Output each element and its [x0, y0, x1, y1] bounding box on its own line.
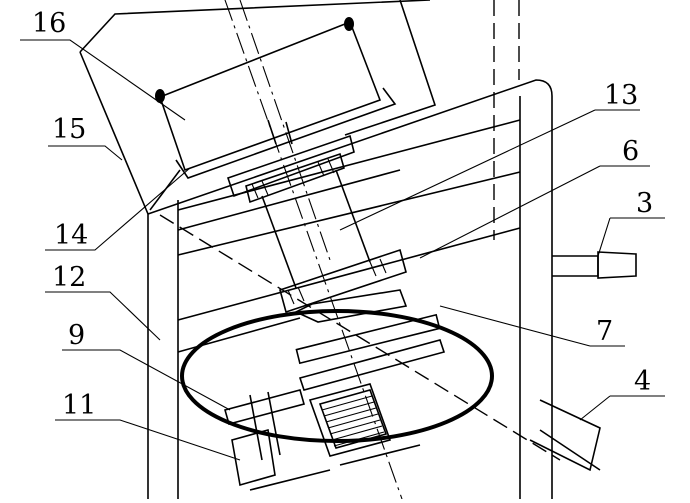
- tray-left-cap: [155, 89, 165, 103]
- outlet-chute-lower: [539, 429, 601, 471]
- upper-bearing-ring: [245, 152, 345, 204]
- shaft-left-edge: [261, 195, 297, 289]
- upper-flange: [226, 134, 355, 198]
- partition-3: [177, 227, 521, 321]
- lower-bearing-rollers: [287, 258, 387, 305]
- shaft-centerline-2: [239, 0, 331, 261]
- leader-15: [48, 145, 123, 161]
- leader-6: [419, 165, 650, 259]
- inlet-pipe-3: [552, 251, 637, 279]
- upper-bearing-assembly: [226, 119, 355, 204]
- leader-4: [579, 395, 665, 421]
- central-shaft-13: [224, 0, 403, 500]
- housing-top-wall: [147, 79, 553, 499]
- motor-top-plate-9: [298, 339, 446, 391]
- tray-top-edge: [159, 21, 351, 98]
- part-labels: 16 15 14 12 9 11 13 6 3 7 4: [32, 8, 653, 421]
- motor-assembly: [224, 339, 446, 491]
- leader-12: [45, 291, 161, 341]
- label-13: 13: [604, 80, 638, 111]
- diagonal-dashed-axis: [159, 214, 561, 461]
- lower-flange: [279, 248, 407, 314]
- label-3: 3: [636, 188, 653, 219]
- leader-lines: [20, 39, 665, 461]
- highlight-ellipse: [180, 309, 494, 443]
- label-4: 4: [634, 366, 651, 397]
- lower-bearing-assembly: [279, 248, 408, 323]
- motor-coil: [318, 389, 388, 449]
- housing: [147, 0, 561, 499]
- hopper-left-edge: [79, 51, 149, 215]
- label-16: 16: [32, 8, 66, 39]
- leader-3: [597, 217, 665, 257]
- leader-7: [439, 305, 625, 347]
- hopper-top-edge: [79, 0, 431, 53]
- outlet-chute: [529, 399, 601, 472]
- motor-block-11: [231, 428, 276, 487]
- motor-mount-plate: [224, 389, 305, 425]
- lower-collar: [294, 289, 408, 323]
- hopper-right-edge: [344, 0, 437, 136]
- label-6: 6: [622, 136, 639, 167]
- outlet-chute-4: [529, 399, 601, 472]
- leader-13: [339, 109, 640, 231]
- motor-housing: [308, 383, 392, 457]
- upper-bearing-rollers: [251, 158, 335, 199]
- label-14: 14: [54, 220, 88, 251]
- tray-right-cap: [344, 17, 354, 31]
- inlet-pipe-tip: [597, 251, 637, 279]
- label-15: 15: [52, 114, 86, 145]
- shaft-centerline: [224, 0, 403, 500]
- label-9: 9: [68, 320, 85, 351]
- label-12: 12: [52, 262, 86, 293]
- motor-base-lines: [249, 444, 421, 491]
- motor-shaft-lines: [249, 391, 281, 461]
- partition-2: [177, 171, 521, 256]
- partition-5: [177, 169, 401, 231]
- leader-11: [55, 419, 241, 461]
- leader-9: [62, 349, 231, 411]
- leader-14: [45, 167, 191, 251]
- label-11: 11: [62, 390, 96, 421]
- tray-body: [159, 21, 382, 172]
- tray-16: [155, 17, 397, 179]
- label-7: 7: [596, 316, 613, 347]
- shaft-right-edge: [335, 169, 371, 263]
- leader-16: [20, 39, 186, 121]
- inlet-pipe-body: [552, 255, 599, 277]
